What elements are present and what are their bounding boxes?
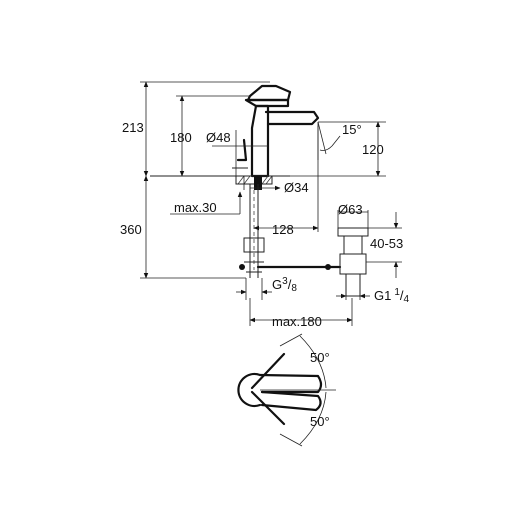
label-waste-diameter: Ø63	[338, 202, 363, 217]
waste-assembly	[337, 227, 369, 297]
label-total-height: 213	[122, 120, 144, 135]
dimension-lines	[140, 81, 402, 326]
label-below-deck: 360	[120, 222, 142, 237]
label-spout-reach: 128	[272, 222, 294, 237]
lever-top-view	[237, 333, 336, 447]
label-lever-angle-top: 50°	[310, 350, 330, 365]
faucet-side-view	[150, 84, 342, 278]
label-hole-diameter: Ø34	[284, 180, 309, 195]
dimension-labels: 213 180 Ø48 15° 120 Ø34 max.30 360 128 Ø…	[120, 120, 410, 429]
label-spout-angle: 15°	[342, 122, 362, 137]
label-max-deck: max.30	[174, 200, 217, 215]
label-waste-range: 40-53	[370, 236, 403, 251]
label-max-depth: max.180	[272, 314, 322, 329]
label-outlet-height: 120	[362, 142, 384, 157]
label-lever-angle-bottom: 50°	[310, 414, 330, 429]
label-hose-thread: G3/8	[272, 276, 297, 294]
label-spout-height: 180	[170, 130, 192, 145]
label-base-diameter: Ø48	[206, 130, 231, 145]
